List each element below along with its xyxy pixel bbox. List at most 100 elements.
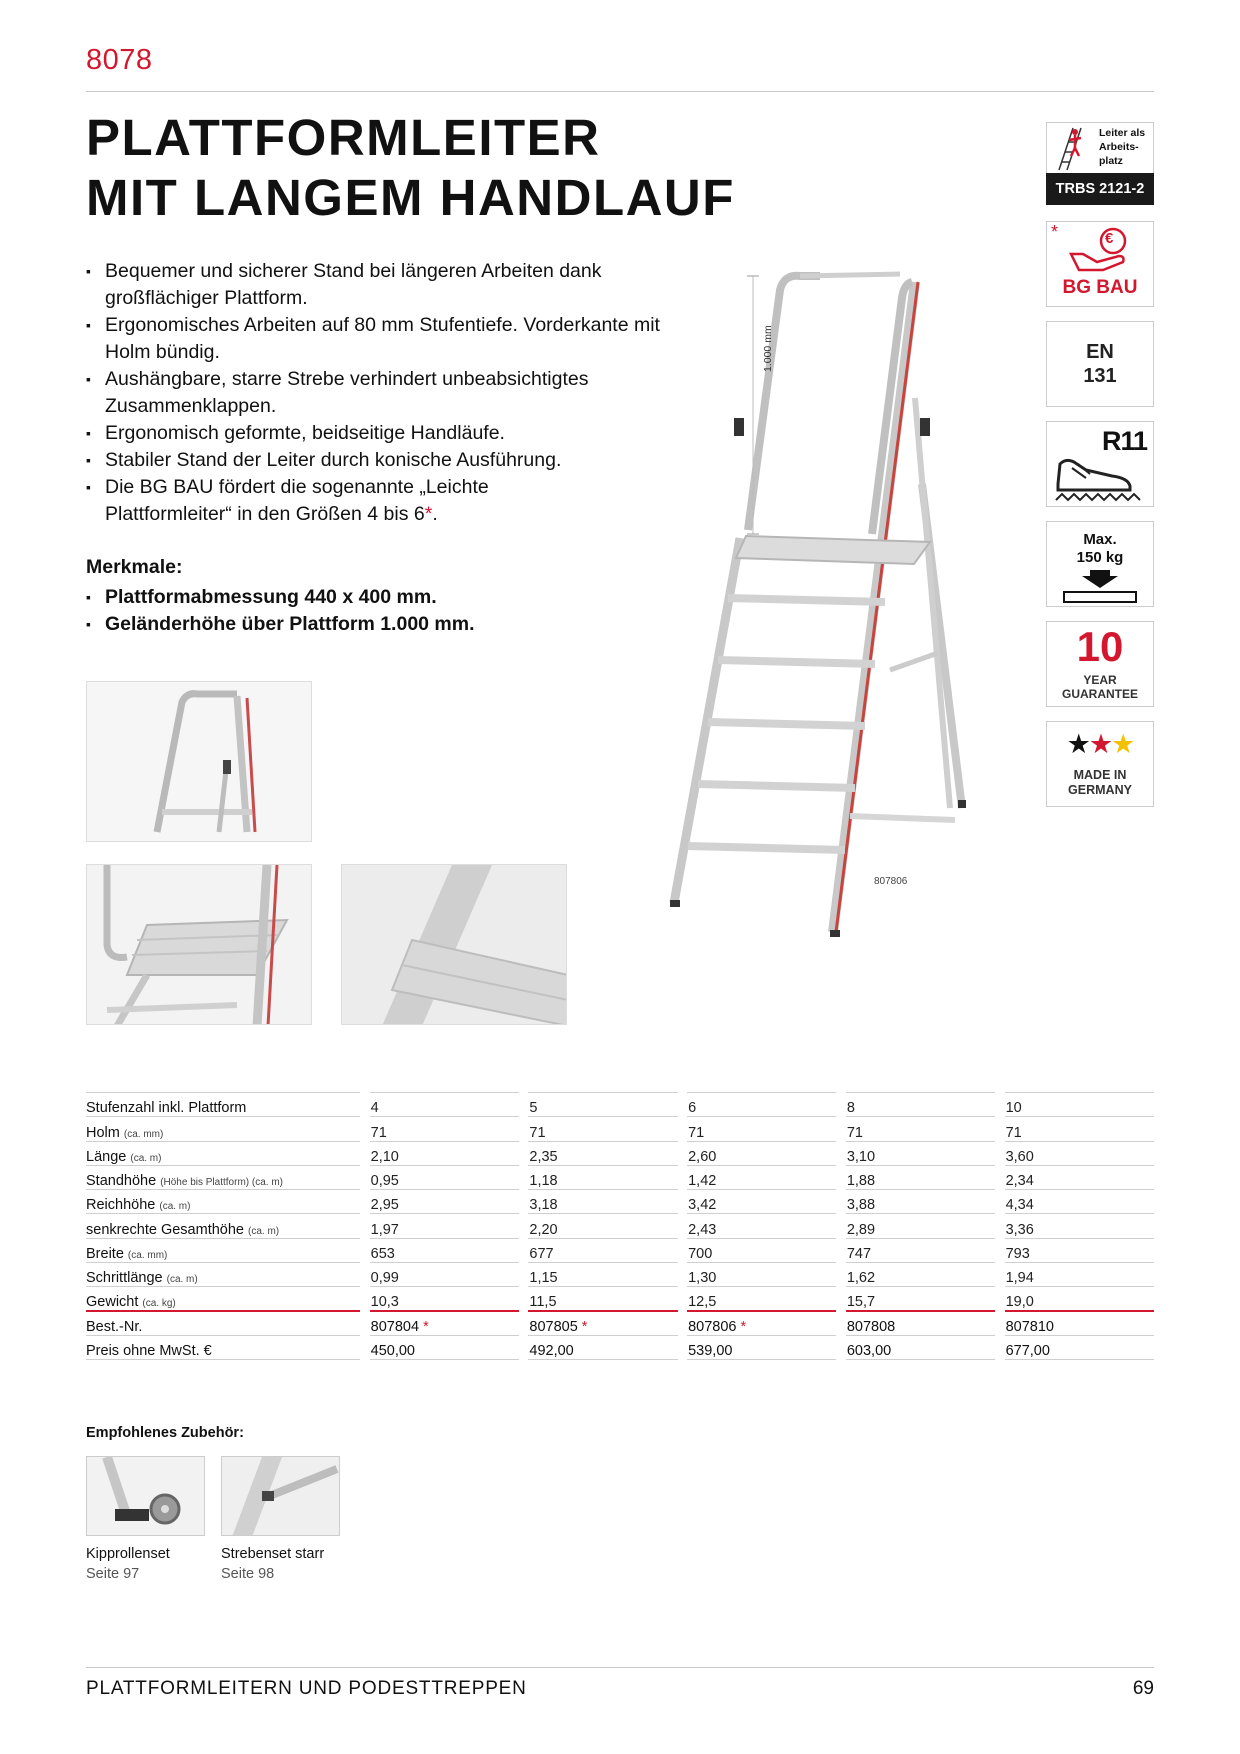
accessory-image-kipprollen[interactable] [86, 1456, 205, 1536]
spec-value-text: 700 [688, 1246, 713, 1263]
column-gap [519, 1263, 528, 1287]
spec-label-text: Gewicht [86, 1294, 139, 1311]
spec-value: 807806 * [687, 1311, 837, 1336]
order-star: * [740, 1318, 747, 1335]
spec-value: 4,34 [1004, 1189, 1154, 1215]
arbeitsplatz-line-2: Arbeits- [1099, 141, 1139, 153]
arbeitsplatz-line-3: platz [1099, 155, 1123, 167]
merkmale-title: Merkmale: [86, 556, 183, 578]
accessory-image-strebenset[interactable] [221, 1456, 340, 1536]
feature-item: Aushängbare, starre Strebe verhindert un… [86, 366, 706, 420]
spec-value: 2,95 [369, 1189, 519, 1215]
spec-value: 492,00 [528, 1335, 678, 1361]
column-gap [678, 1190, 687, 1214]
accessory-page[interactable]: Seite 98 [221, 1566, 275, 1582]
spec-value-text: 603,00 [846, 1343, 892, 1360]
product-code: 8078 [86, 44, 153, 76]
spec-value: 3,42 [687, 1189, 837, 1215]
column-gap [678, 1141, 687, 1165]
spec-value-text: 807805 [529, 1318, 578, 1335]
spec-label: Gewicht (ca. kg) [86, 1286, 361, 1313]
star-red-icon: ★ [1088, 729, 1113, 759]
spec-value-text: 4 [370, 1100, 379, 1117]
badge-r11: R11 [1046, 421, 1154, 507]
spec-value-text: 4,34 [1005, 1197, 1034, 1214]
bgbau-badge-star: * [1051, 222, 1059, 242]
accessory-name[interactable]: Strebenset starr [221, 1546, 325, 1562]
spec-value-text: 1,97 [370, 1221, 399, 1238]
bottom-divider [86, 1667, 1154, 1668]
spec-value-text: 3,88 [846, 1197, 876, 1214]
column-gap [995, 1165, 1004, 1189]
en-line-2: 131 [1083, 365, 1117, 387]
spec-value: 2,34 [1004, 1165, 1154, 1191]
spec-value-text: 71 [846, 1124, 863, 1141]
spec-value: 1,94 [1004, 1262, 1154, 1288]
spec-value: 807808 [845, 1311, 996, 1336]
spec-value-text: 2,43 [688, 1221, 717, 1238]
spec-label-text: Holm [86, 1124, 120, 1141]
arbeitsplatz-line-1: Leiter als [1099, 127, 1146, 139]
spec-label-text: Best.-Nr. [86, 1318, 143, 1335]
spec-value: 6 [687, 1091, 837, 1118]
spec-value-text: 2,20 [529, 1221, 558, 1238]
spec-value: 1,42 [687, 1165, 837, 1191]
shoe-icon [1055, 458, 1141, 502]
spec-value: 71 [845, 1116, 996, 1142]
spec-value-text: 0,95 [370, 1173, 399, 1190]
spec-label: Best.-Nr. [86, 1311, 361, 1336]
column-gap [678, 1238, 687, 1262]
column-gap [836, 1214, 845, 1238]
spec-unit: (ca. mm) [127, 1250, 168, 1262]
column-gap [360, 1214, 369, 1238]
spec-value-text: 1,88 [846, 1173, 876, 1190]
spec-unit: (Höhe bis Plattform) (ca. m) [160, 1177, 283, 1189]
spec-label: Stufenzahl inkl. Plattform [86, 1091, 361, 1118]
spec-value: 1,18 [528, 1165, 678, 1191]
column-gap [360, 1287, 369, 1311]
guarantee-line-1: YEAR [1083, 673, 1117, 687]
column-gap [678, 1287, 687, 1311]
accessory-name[interactable]: Kipprollenset [86, 1546, 170, 1562]
column-gap [360, 1165, 369, 1189]
spec-value-text: 19,0 [1005, 1294, 1034, 1311]
feature-bgbau-end: . [432, 503, 438, 525]
column-gap [519, 1165, 528, 1189]
column-gap [836, 1165, 845, 1189]
detail-image-step [341, 864, 567, 1025]
feature-list: Bequemer und sicherer Stand bei längeren… [86, 258, 706, 528]
spec-value-text: 11,5 [529, 1294, 557, 1311]
column-gap [519, 1214, 528, 1238]
column-gap [678, 1214, 687, 1238]
spec-value-text: 1,30 [688, 1270, 717, 1287]
euro-icon: € [1105, 230, 1114, 247]
spec-value-text: 2,60 [688, 1148, 717, 1165]
spec-unit: (ca. m) [159, 1201, 191, 1213]
merkmal-item: Geländerhöhe über Plattform 1.000 mm. [86, 611, 475, 638]
feature-item: Ergonomisches Arbeiten auf 80 mm Stufent… [86, 312, 706, 366]
spec-value: 3,18 [528, 1189, 678, 1215]
order-star: * [581, 1318, 588, 1335]
r11-label: R11 [1101, 426, 1148, 456]
spec-value-text: 10,3 [370, 1294, 399, 1311]
column-gap [995, 1190, 1004, 1214]
spec-unit: (ca. m) [166, 1274, 198, 1286]
spec-value: 0,95 [369, 1165, 519, 1191]
badge-made-in-germany: ★★★ MADE IN GERMANY [1046, 721, 1154, 807]
spec-value: 71 [687, 1116, 837, 1142]
spec-value-text: 71 [370, 1124, 387, 1141]
spec-label-text: senkrechte Gesamthöhe [86, 1221, 244, 1238]
column-gap [995, 1311, 1004, 1335]
accessory-page[interactable]: Seite 97 [86, 1566, 140, 1582]
spec-label-text: Standhöhe [86, 1173, 157, 1190]
column-gap [995, 1214, 1004, 1238]
spec-value: 2,43 [687, 1213, 837, 1239]
title-line-1: PLATTFORMLEITER [86, 109, 601, 166]
star-black-icon: ★ [1066, 729, 1091, 759]
spec-value-text: 747 [846, 1246, 872, 1263]
spec-label-text: Schrittlänge [86, 1270, 163, 1287]
column-gap [836, 1117, 845, 1141]
